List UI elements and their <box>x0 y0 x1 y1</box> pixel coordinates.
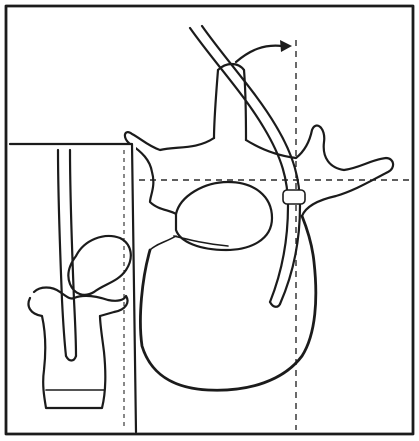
rotation-arrow-arc <box>236 46 282 62</box>
catheter-clamp <box>283 190 305 204</box>
catheter-inner-edge <box>202 26 300 304</box>
vertebra-axial-outline <box>125 64 393 390</box>
left-transverse-process <box>125 132 214 214</box>
canal-fold-line <box>174 236 228 246</box>
rotation-arrow-icon <box>236 40 292 62</box>
catheter-tip <box>270 302 280 307</box>
curved-catheter <box>190 26 305 307</box>
catheter-outer-edge <box>190 28 288 302</box>
vertebral-body <box>140 216 315 390</box>
rotation-arrow-head <box>280 40 292 52</box>
vertebra-lateral-inset <box>10 144 136 432</box>
body-canal-junction <box>150 236 176 250</box>
